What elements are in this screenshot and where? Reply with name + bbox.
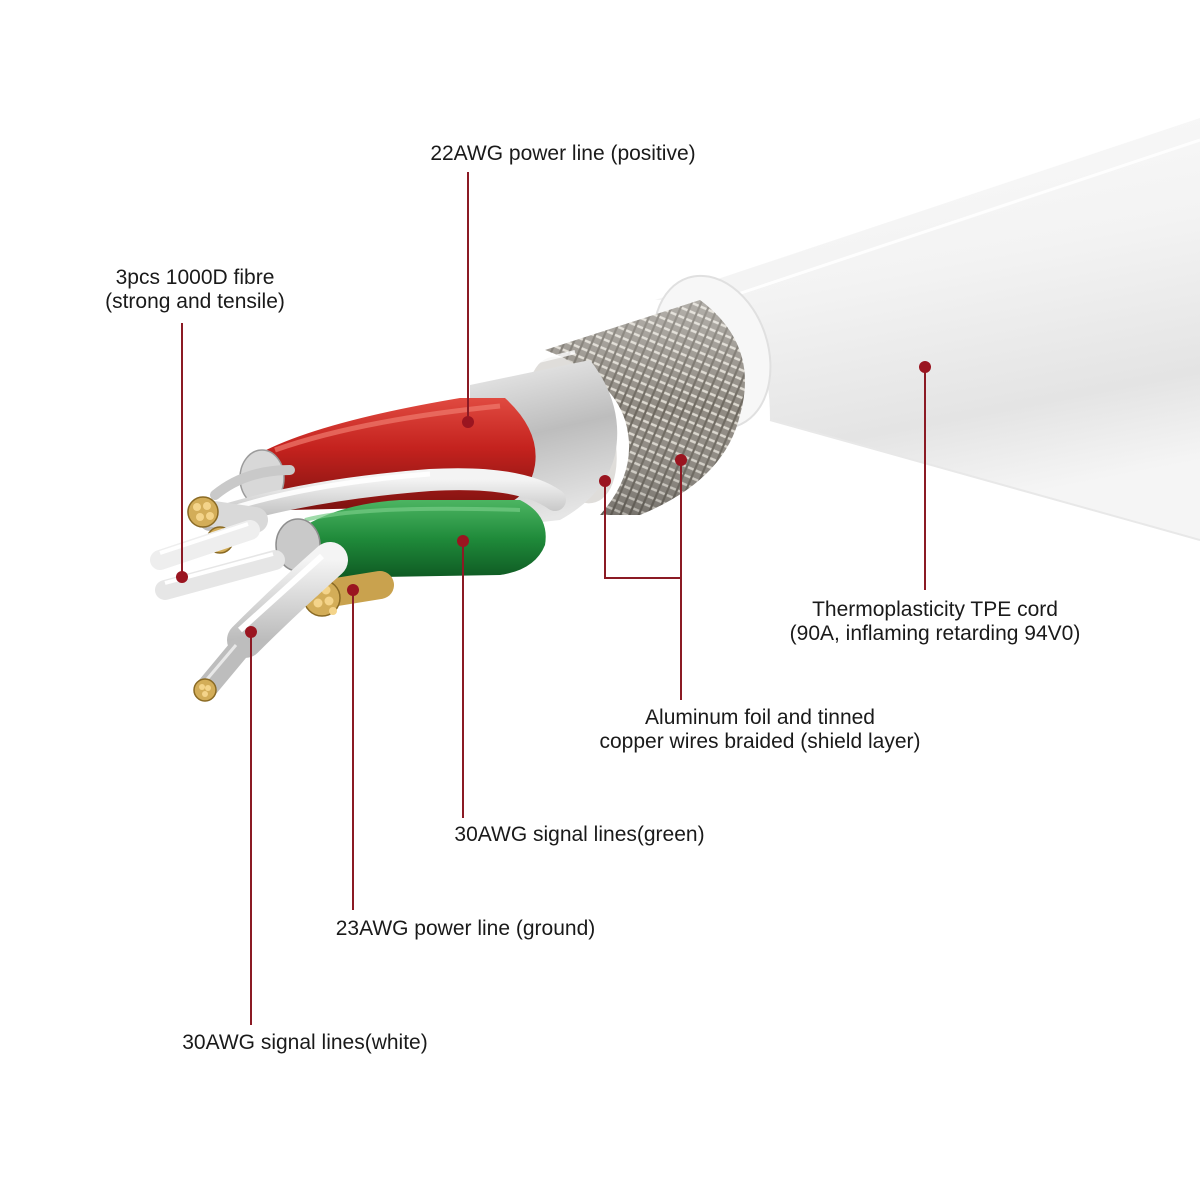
- label-tpe: Thermoplasticity TPE cord (90A, inflamin…: [740, 598, 1130, 646]
- dot-braid: [675, 454, 687, 466]
- tpe-jacket-edge: [769, 419, 1200, 541]
- dot-power-positive: [462, 416, 474, 428]
- dot-foil: [599, 475, 611, 487]
- label-power-positive-text: 22AWG power line (positive): [430, 142, 696, 165]
- dot-signal-green: [457, 535, 469, 547]
- label-fibre-line2: (strong and tensile): [105, 290, 285, 313]
- label-signal-green: 30AWG signal lines(green): [412, 823, 747, 847]
- leader-dots: [176, 361, 931, 638]
- dot-tpe: [919, 361, 931, 373]
- label-power-ground: 23AWG power line (ground): [293, 917, 638, 941]
- label-signal-white-text: 30AWG signal lines(white): [182, 1031, 428, 1054]
- label-signal-white: 30AWG signal lines(white): [140, 1031, 470, 1055]
- fibre-rod-1: [150, 520, 260, 570]
- label-power-positive: 22AWG power line (positive): [398, 142, 728, 166]
- leader-lines: [181, 172, 926, 1025]
- label-fibre-line1: 3pcs 1000D fibre: [115, 266, 275, 289]
- dot-power-ground: [347, 584, 359, 596]
- tpe-jacket: [655, 118, 1200, 540]
- label-shield-line2: copper wires braided (shield layer): [599, 730, 921, 753]
- leader-shield: [604, 460, 682, 700]
- label-shield-line1: Aluminum foil and tinned: [645, 706, 875, 729]
- tpe-jacket-ridge: [719, 138, 1200, 302]
- dot-fibre: [176, 571, 188, 583]
- label-signal-green-text: 30AWG signal lines(green): [454, 823, 705, 846]
- dot-signal-white: [245, 626, 257, 638]
- label-tpe-line1: Thermoplasticity TPE cord: [812, 598, 1058, 621]
- fibre-rod-2: [155, 550, 285, 600]
- label-tpe-line2: (90A, inflaming retarding 94V0): [789, 622, 1081, 645]
- label-shield: Aluminum foil and tinned copper wires br…: [550, 706, 970, 754]
- white-signal-wire-upper: [199, 468, 566, 531]
- label-fibre: 3pcs 1000D fibre (strong and tensile): [70, 266, 320, 314]
- label-power-ground-text: 23AWG power line (ground): [335, 917, 596, 940]
